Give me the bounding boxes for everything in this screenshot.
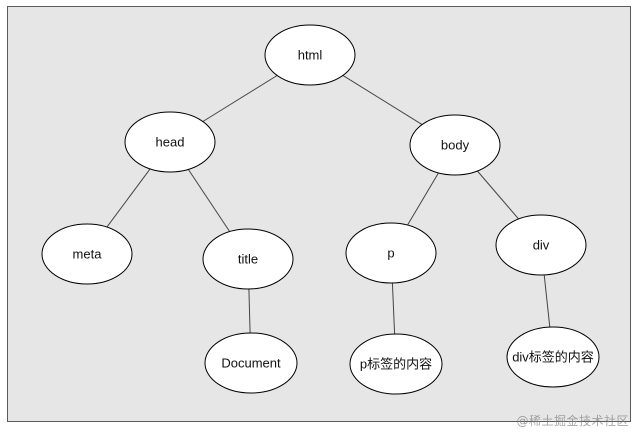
edge-body-p <box>407 172 439 226</box>
node-p: p <box>345 222 437 284</box>
node-label-meta: meta <box>73 247 103 262</box>
edge-head-meta <box>106 168 151 228</box>
watermark: @稀土掘金技术社区 <box>516 414 629 428</box>
node-label-html: html <box>298 48 323 63</box>
node-meta: meta <box>41 223 133 285</box>
node-ellipse-head <box>124 111 216 173</box>
node-div-content: div标签的内容 <box>506 326 600 388</box>
node-label-head: head <box>156 135 185 150</box>
node-label-p: p <box>387 246 394 261</box>
node-label-document: Document <box>221 356 281 371</box>
node-body: body <box>409 114 501 176</box>
node-title: title <box>202 228 294 290</box>
node-ellipse-meta <box>41 223 133 285</box>
node-label-p-content: p标签的内容 <box>360 357 432 372</box>
node-div: div <box>495 214 587 276</box>
edge-html-body <box>342 74 423 126</box>
edge-html-head <box>202 75 278 122</box>
node-document: Document <box>204 332 298 394</box>
edge-p-p-content <box>391 282 396 335</box>
node-ellipse-body <box>409 114 501 176</box>
node-ellipse-div <box>495 214 587 276</box>
node-html: html <box>264 24 356 86</box>
node-ellipse-div-content <box>506 326 600 388</box>
node-label-div: div <box>533 238 550 253</box>
node-p-content: p标签的内容 <box>349 333 443 395</box>
node-label-body: body <box>441 138 470 153</box>
node-head: head <box>124 111 216 173</box>
edge-title-document <box>248 288 251 334</box>
edge-div-div-content <box>543 274 551 328</box>
edge-head-title <box>187 169 231 232</box>
node-ellipse-document <box>204 332 298 394</box>
node-ellipse-p <box>345 222 437 284</box>
edges-layer <box>106 74 551 335</box>
node-label-div-content: div标签的内容 <box>512 350 594 365</box>
node-ellipse-p-content <box>349 333 443 395</box>
edge-body-div <box>477 170 519 220</box>
node-label-title: title <box>238 252 258 267</box>
node-ellipse-title <box>202 228 294 290</box>
node-ellipse-html <box>264 24 356 86</box>
